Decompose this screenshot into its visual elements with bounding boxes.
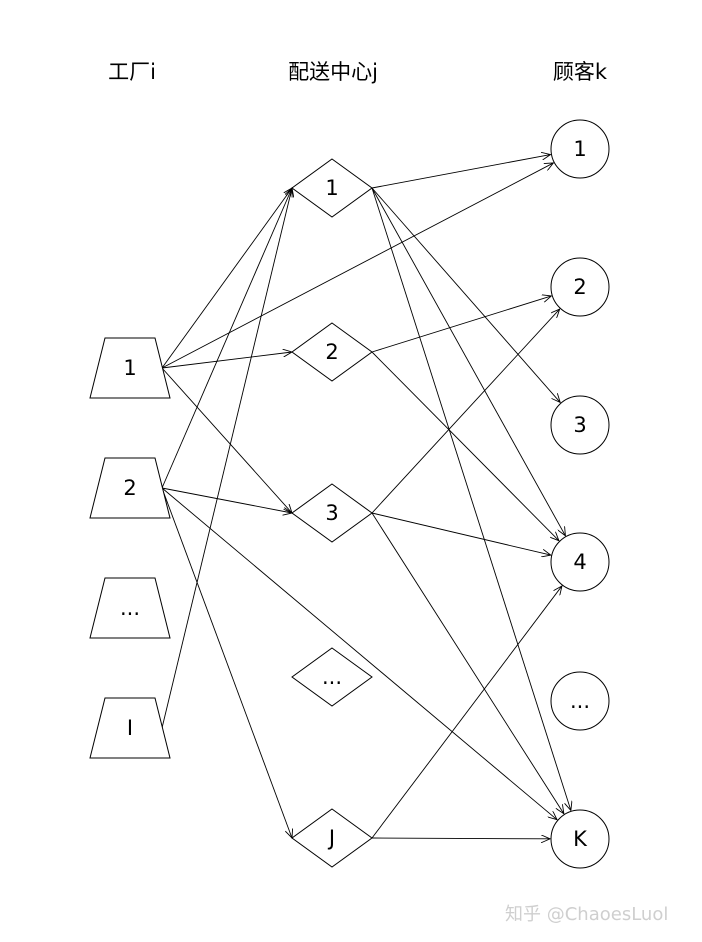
edge-c1-to-kK: [371, 187, 571, 810]
customer-node-k3-shape: [550, 395, 610, 455]
customer-node-label: 1: [573, 137, 586, 161]
customer-node-k1-shape: [550, 119, 610, 179]
factory-node-fdots-shape: [89, 577, 171, 639]
edge-f1-to-k1: [161, 163, 553, 369]
edges-layer: [161, 155, 571, 839]
edge-f2-to-c1: [161, 188, 292, 489]
distribution-centers-header: 配送中心j: [288, 60, 378, 84]
edge-fI-to-c1: [161, 188, 292, 729]
customer-node-k2-shape: [550, 257, 610, 317]
customer-node-kdots-shape: [550, 671, 610, 731]
center-node-label: ...: [322, 665, 342, 689]
customers-header: 顾客k: [553, 60, 608, 84]
factory-node-f1-shape: [89, 337, 171, 399]
center-node-label: 1: [325, 176, 338, 200]
nodes-layer: 1 2... I 1 2 3... J 1 2 3 4... K: [89, 119, 610, 869]
edge-c3-to-k2: [371, 309, 560, 514]
edge-f1-to-c1: [161, 188, 292, 369]
factory-node-label: I: [127, 716, 133, 740]
edge-f2-to-kK: [161, 487, 557, 820]
edge-c1-to-k3: [371, 187, 560, 402]
factory-node-label: ...: [120, 596, 140, 620]
customer-node-label: 2: [573, 275, 586, 299]
customer-node-kK-shape: [550, 809, 610, 869]
customer-node-label: 4: [573, 550, 586, 574]
edge-c1-to-k1: [371, 155, 551, 189]
center-node-c2-shape: [291, 322, 373, 382]
factory-node-label: 2: [123, 476, 136, 500]
center-node-label: 2: [325, 340, 338, 364]
center-node-c1-shape: [291, 158, 373, 218]
edge-c1-to-k4: [371, 187, 565, 536]
center-node-c3-shape: [291, 483, 373, 543]
customer-node-label: 3: [573, 413, 586, 437]
center-node-cdots-shape: [291, 647, 373, 707]
edge-c3-to-kK: [371, 512, 564, 814]
edge-f2-to-c3: [161, 487, 292, 513]
center-node-label: J: [327, 826, 335, 850]
watermark: 知乎 @ChaoesLuol: [505, 904, 669, 925]
edge-f2-to-cJ: [161, 487, 292, 838]
factory-node-fI-shape: [89, 697, 171, 759]
edge-f1-to-c2: [161, 352, 292, 369]
edge-c2-to-k2: [371, 296, 551, 353]
edge-cJ-to-kK: [371, 838, 550, 839]
center-node-cJ-shape: [291, 808, 373, 868]
center-node-label: 3: [325, 501, 338, 525]
factory-node-f2-shape: [89, 457, 171, 519]
customer-node-k4-shape: [550, 532, 610, 592]
customer-node-label: K: [573, 827, 588, 851]
customer-node-label: ...: [570, 689, 590, 713]
edge-c2-to-k4: [371, 351, 559, 541]
edge-c3-to-k4: [371, 512, 551, 555]
edge-f1-to-c3: [161, 367, 292, 513]
edge-cJ-to-k4: [371, 586, 562, 839]
factory-node-label: 1: [123, 356, 136, 380]
factories-header: 工厂i: [108, 60, 156, 84]
